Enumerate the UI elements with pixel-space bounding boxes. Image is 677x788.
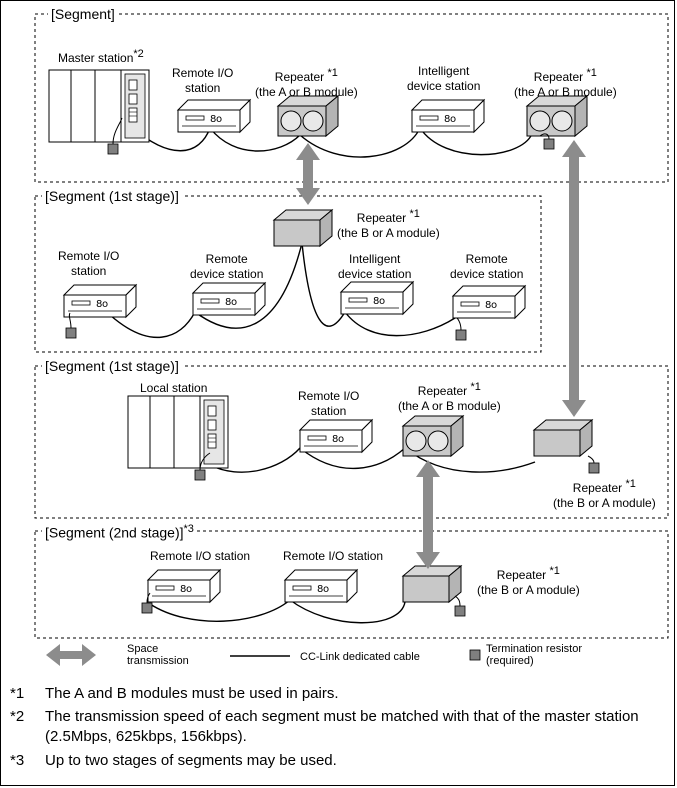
master-station-plc <box>48 69 150 143</box>
local-station-plc <box>127 395 229 469</box>
remote-io-station <box>147 569 221 603</box>
repeater-label: Repeater *1(the A or B module) <box>398 381 501 413</box>
intelligent-device-station <box>340 281 414 315</box>
segment-box <box>34 365 669 519</box>
segment-box <box>34 195 542 353</box>
cc-link-cables <box>109 117 536 624</box>
segment-box <box>34 13 669 183</box>
repeater-b-module <box>533 419 593 457</box>
segment-box <box>34 530 669 639</box>
legend-resistor-label: Termination resistor(required) <box>486 643 582 667</box>
legend-arrow-icon <box>46 644 96 666</box>
repeater-label: Repeater *1(the A or B module) <box>255 67 358 99</box>
intelligent-device-station <box>411 99 485 133</box>
legend-cable-label: CC-Link dedicated cable <box>300 651 420 663</box>
remote-io-station <box>177 99 251 133</box>
segment-label: [Segment (1st stage)] <box>42 358 182 374</box>
segment-label: [Segment (2nd stage)]*3 <box>42 523 197 541</box>
repeater-label: Repeater *1(the B or A module) <box>553 478 656 510</box>
remote-io-label: Remote I/O station <box>283 549 384 563</box>
remote-io-station <box>299 419 373 453</box>
remote-device-station <box>192 282 266 316</box>
repeater-b-module <box>402 565 462 603</box>
remote-io-station <box>284 569 358 603</box>
repeater-a-module <box>526 95 588 137</box>
local-station-label: Local station <box>140 381 208 395</box>
legend-resistor-icon <box>469 649 481 661</box>
space-transmission-arrows <box>46 140 586 666</box>
repeater-a-module <box>277 95 339 137</box>
master-station-label: Master station*2 <box>58 48 144 65</box>
repeater-label: Repeater *1(the B or A module) <box>337 208 440 240</box>
remote-io-label: Remote I/O station <box>150 549 251 563</box>
resistor-leads <box>68 117 595 607</box>
repeater-label: Repeater *1(the A or B module) <box>514 67 617 99</box>
repeater-label: Repeater *1(the B or A module) <box>477 565 580 597</box>
repeater-a-module <box>402 415 464 457</box>
segment-label: [Segment (1st stage)] <box>42 188 182 204</box>
repeater-b-module <box>273 209 333 247</box>
segment-label: [Segment] <box>48 6 118 22</box>
remote-device-station <box>452 285 526 319</box>
remote-io-station <box>63 284 137 318</box>
